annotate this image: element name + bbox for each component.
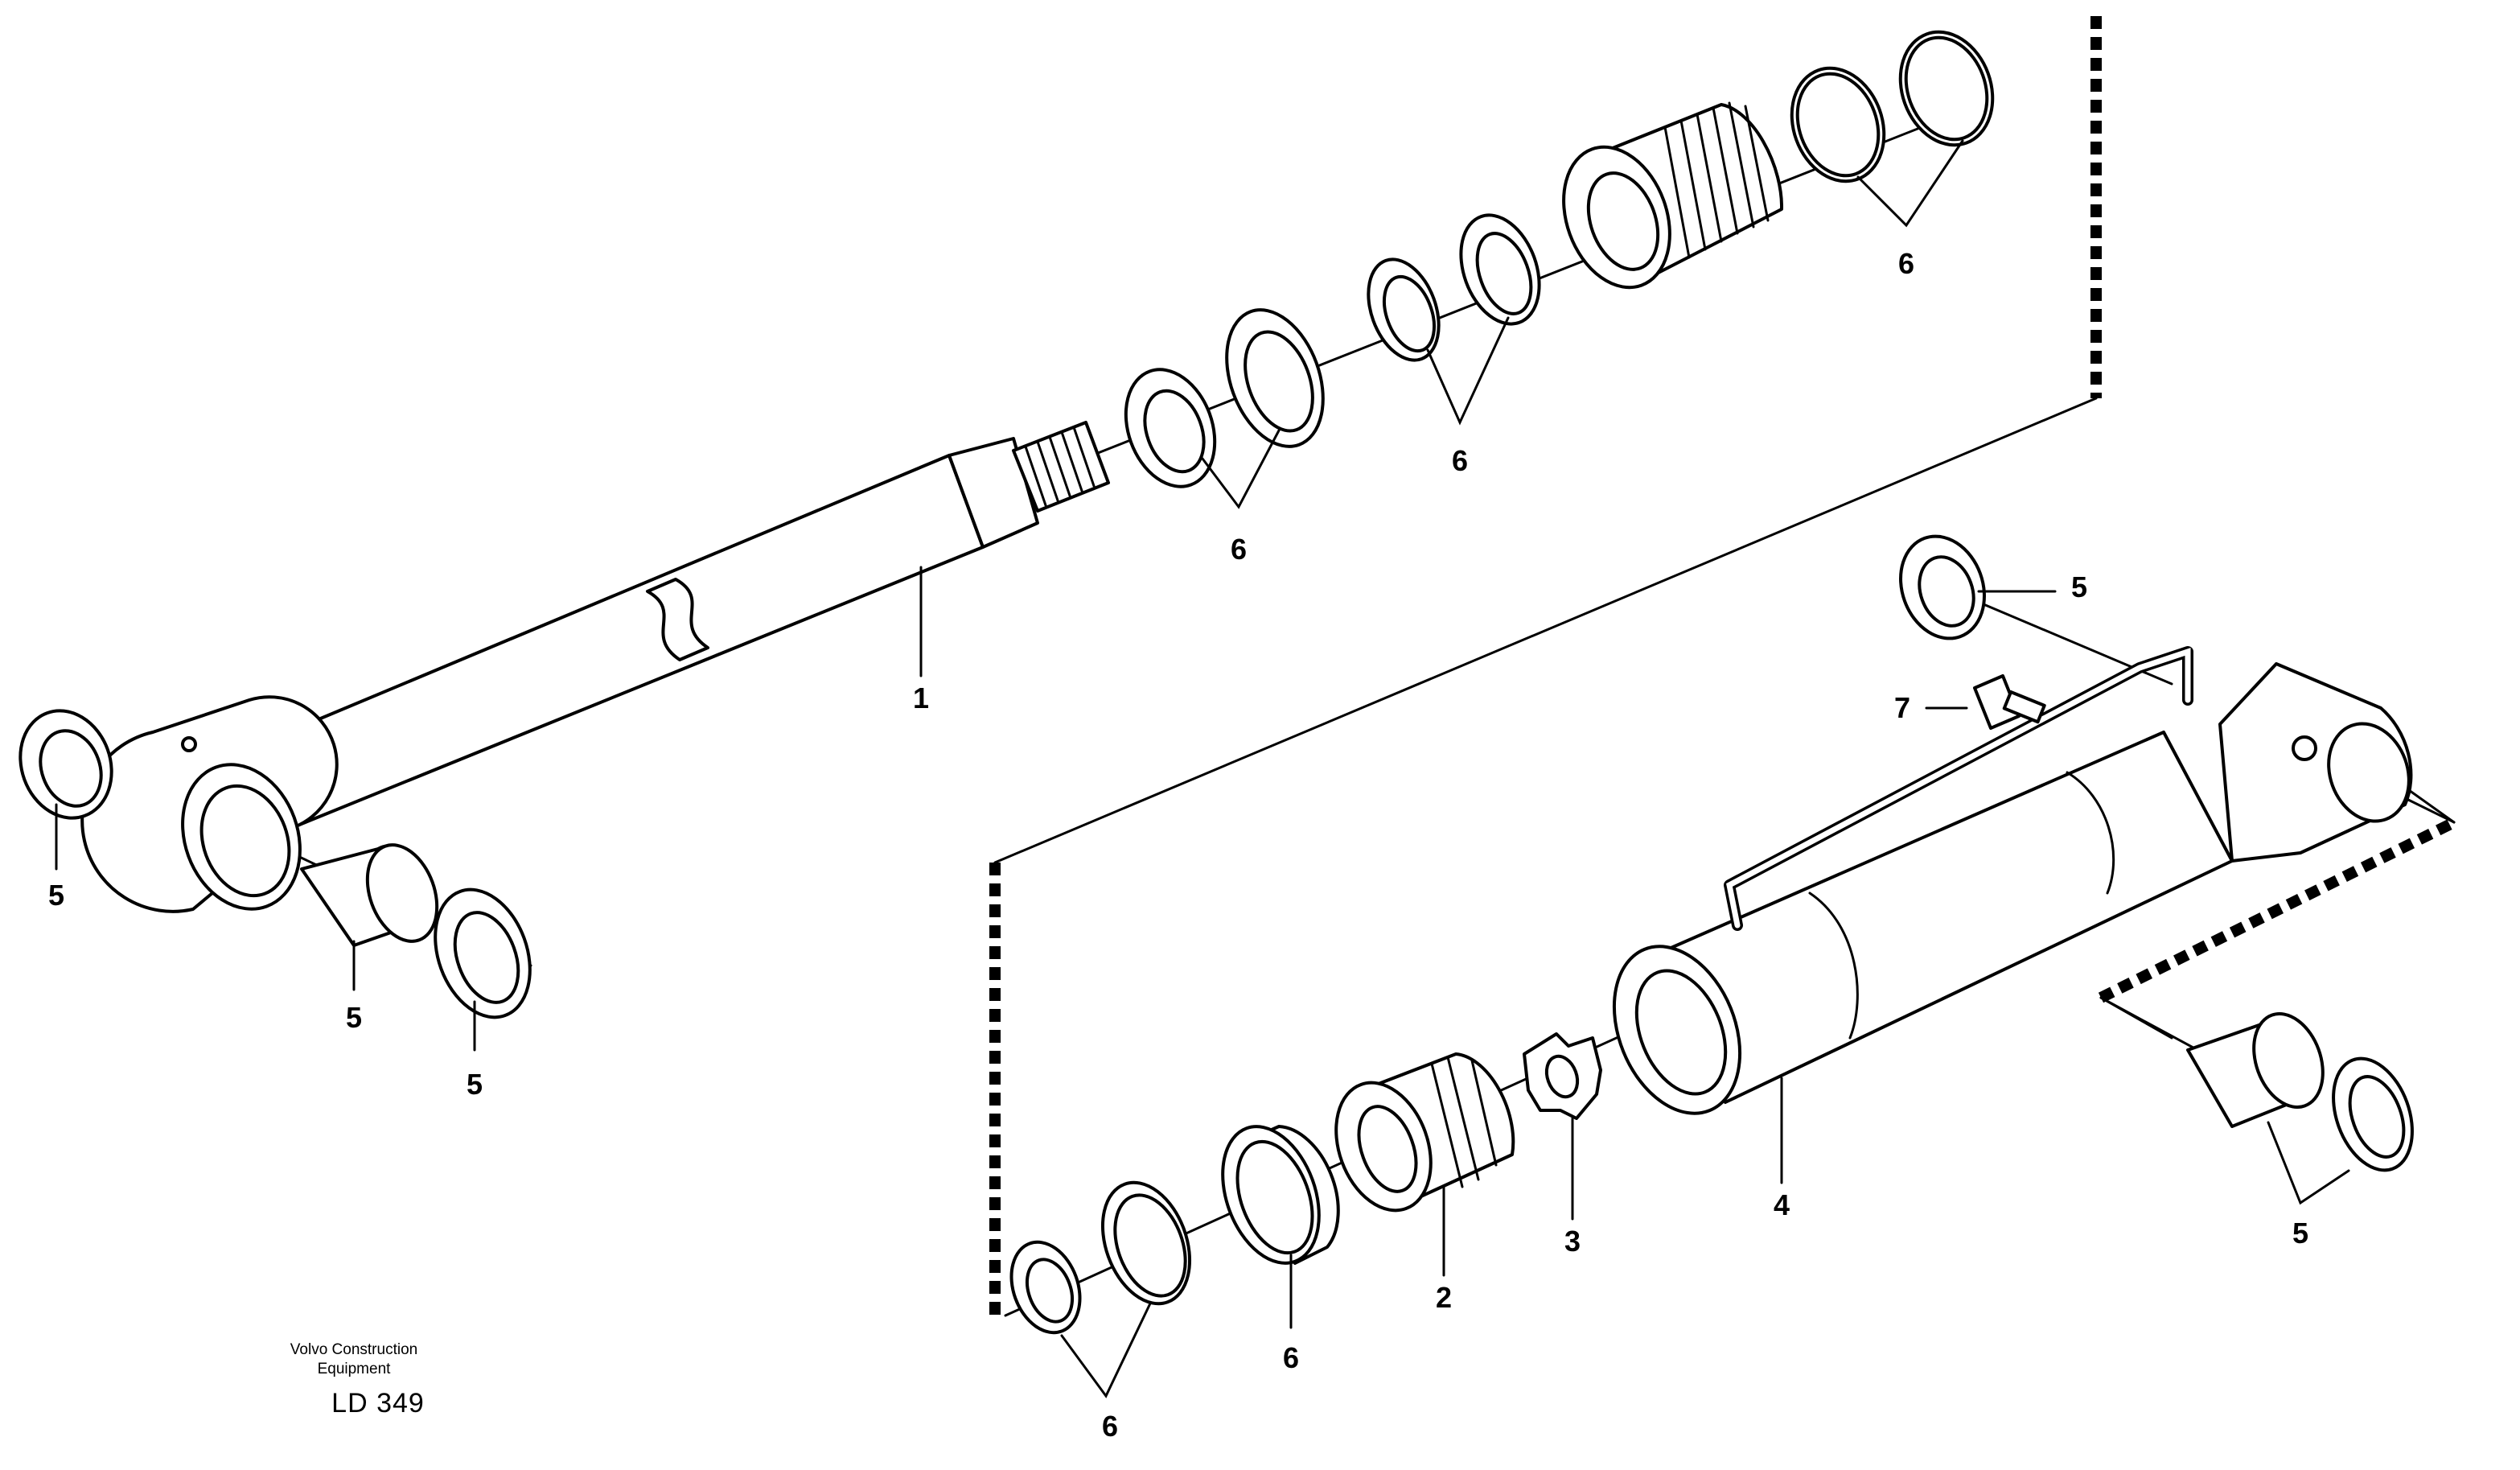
brand-line-2: Equipment [318, 1361, 392, 1377]
piston-grooves [1430, 1056, 1498, 1188]
callout-piston: 2 [1436, 1281, 1452, 1314]
rod-eye-bushing-end [365, 843, 439, 943]
callout-piston-seals: 6 [1102, 1410, 1118, 1443]
rod-shaft [248, 454, 985, 830]
guide-ring-1-inner [1382, 274, 1437, 353]
tube-top-seal [1899, 534, 1986, 640]
callout-guide-inner-seals: 6 [1452, 444, 1468, 477]
rod-thread-lines [1024, 426, 1096, 507]
grease-hole [181, 736, 197, 752]
drawing-code: LD 349 [331, 1388, 425, 1419]
callout-rod-eye-seal-right: 5 [467, 1068, 483, 1101]
rod-guide-stack [1124, 30, 1995, 488]
callout-rod-eye-bushing: 5 [346, 1001, 362, 1034]
callout-rod-guide-seals: 6 [1231, 533, 1247, 566]
dashed-boundary-eye-top [2098, 817, 2457, 1003]
tube-eye-grease [2292, 735, 2317, 761]
leader-lines [55, 139, 2350, 1398]
fitting [1973, 674, 2046, 730]
fitting-hex [1973, 674, 2021, 730]
callout-piston-ring: 6 [1283, 1341, 1299, 1374]
tube-weld-line [1808, 891, 1859, 1040]
callout-labels: 1 2 3 4 5 5 5 5 5 6 6 6 6 6 7 [48, 247, 2308, 1443]
rod-seal-inner [1244, 330, 1314, 433]
rod-eye-bore-inner [199, 784, 291, 898]
brand-line-1: Volvo Construction [290, 1341, 417, 1358]
callout-tube-eye-parts: 5 [2292, 1217, 2308, 1250]
tube-eye-seal-inner [2348, 1075, 2406, 1159]
rod-eye-parts [18, 709, 532, 1019]
callout-fitting: 7 [1894, 691, 1910, 724]
boundary-diagonal [993, 397, 2098, 864]
cylinder-head-bore [1586, 171, 1660, 271]
piston-ring-inner [1235, 1139, 1314, 1255]
tube-eye-bore [2327, 722, 2411, 823]
cylinder-head-threads [1663, 101, 1770, 259]
callout-rod-eye-seal-left: 5 [48, 879, 64, 912]
guide-ring-2-inner [1475, 232, 1533, 315]
o-ring-1-inner [1795, 72, 1881, 178]
tube-bore [1634, 969, 1728, 1096]
rod-break-mark [646, 578, 709, 661]
rod-eye-seal-right-inner [453, 911, 520, 1004]
piston-seal-large-inner [1113, 1193, 1187, 1298]
callout-tube-top-seal: 5 [2071, 570, 2087, 603]
cylinder-tube [1612, 646, 2413, 1115]
callout-rod: 1 [913, 681, 929, 714]
callout-nut: 3 [1564, 1225, 1581, 1258]
tube-top-seal-inner [1918, 555, 1975, 628]
o-ring-2-inner [1904, 35, 1989, 142]
callout-tube: 4 [1774, 1188, 1790, 1221]
piston-rod [80, 421, 1110, 913]
eye-axis-end [2400, 795, 2456, 824]
fitting-nipple [2002, 690, 2046, 724]
piston-wiper-inner [1025, 1258, 1075, 1324]
wiper-ring-inner [1143, 389, 1206, 474]
footer: Volvo Construction Equipment LD 349 [290, 1341, 425, 1419]
tube-end-ring [2066, 771, 2115, 895]
rod-shoulder [948, 437, 1039, 549]
hydraulic-pipe-inner [1726, 648, 2191, 929]
lock-nut-bore [1544, 1054, 1580, 1099]
tube-eye-bushing-end [2252, 1011, 2325, 1110]
piston-bore [1357, 1105, 1418, 1193]
callout-guide-o-rings: 6 [1898, 247, 1914, 280]
tube-eye-axis-lower [2099, 996, 2173, 1040]
rod-eye-seal-left-inner [39, 729, 103, 808]
tube-eye-parts [2099, 996, 2414, 1172]
piston-assembly [1009, 1032, 1602, 1335]
